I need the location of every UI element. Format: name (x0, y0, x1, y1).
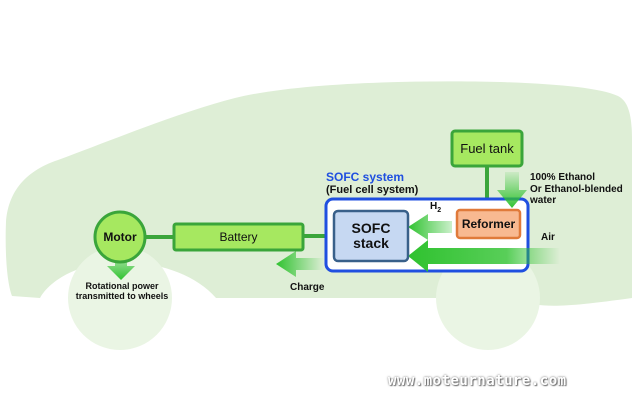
sofc-stack-box (332, 209, 410, 263)
fuel-note: 100% Ethanol Or Ethanol-blended water (530, 172, 623, 207)
hydrogen-label: H2 (430, 201, 441, 215)
fuel-note-line1: 100% Ethanol (530, 172, 596, 183)
air-label: Air (541, 232, 555, 243)
charge-arrow (276, 251, 324, 277)
fuel-note-line2: Or Ethanol-blended (530, 183, 623, 195)
sofc-stack-line2: stack (353, 235, 389, 251)
motor-label: Motor (103, 230, 137, 244)
reformer-box (455, 208, 522, 240)
hydrogen-symbol: H (430, 201, 438, 212)
sofc-stack-label: SOFC stack (334, 211, 408, 261)
sofc-stack-line1: SOFC (351, 219, 391, 236)
battery-label: Battery (219, 230, 258, 244)
fuel-input-arrow (497, 172, 527, 208)
hydrogen-subscript: 2 (437, 207, 442, 214)
wheels-note: Rotational power transmitted to wheels (68, 281, 176, 302)
sofc-system-title: SOFC system (326, 170, 405, 184)
reformer-label: Reformer (461, 217, 516, 231)
charge-label: Charge (290, 282, 325, 293)
fuel-tank-box (450, 129, 524, 168)
wheels-note-line1: Rotational power (85, 281, 159, 291)
motor-circle (93, 210, 147, 264)
fuel-tank-label: Fuel tank (460, 141, 514, 156)
wheels-note-line2: transmitted to wheels (75, 291, 169, 302)
hydrogen-arrow (408, 214, 452, 240)
front-wheel (68, 246, 172, 350)
fuel-note-line3: water (530, 195, 557, 206)
sofc-system-subtitle: (Fuel cell system) (326, 184, 419, 196)
battery-box (172, 222, 305, 252)
website-watermark: www.moteurnature.com (388, 373, 567, 389)
air-arrow (408, 240, 560, 272)
rotational-power-arrow (107, 255, 135, 280)
